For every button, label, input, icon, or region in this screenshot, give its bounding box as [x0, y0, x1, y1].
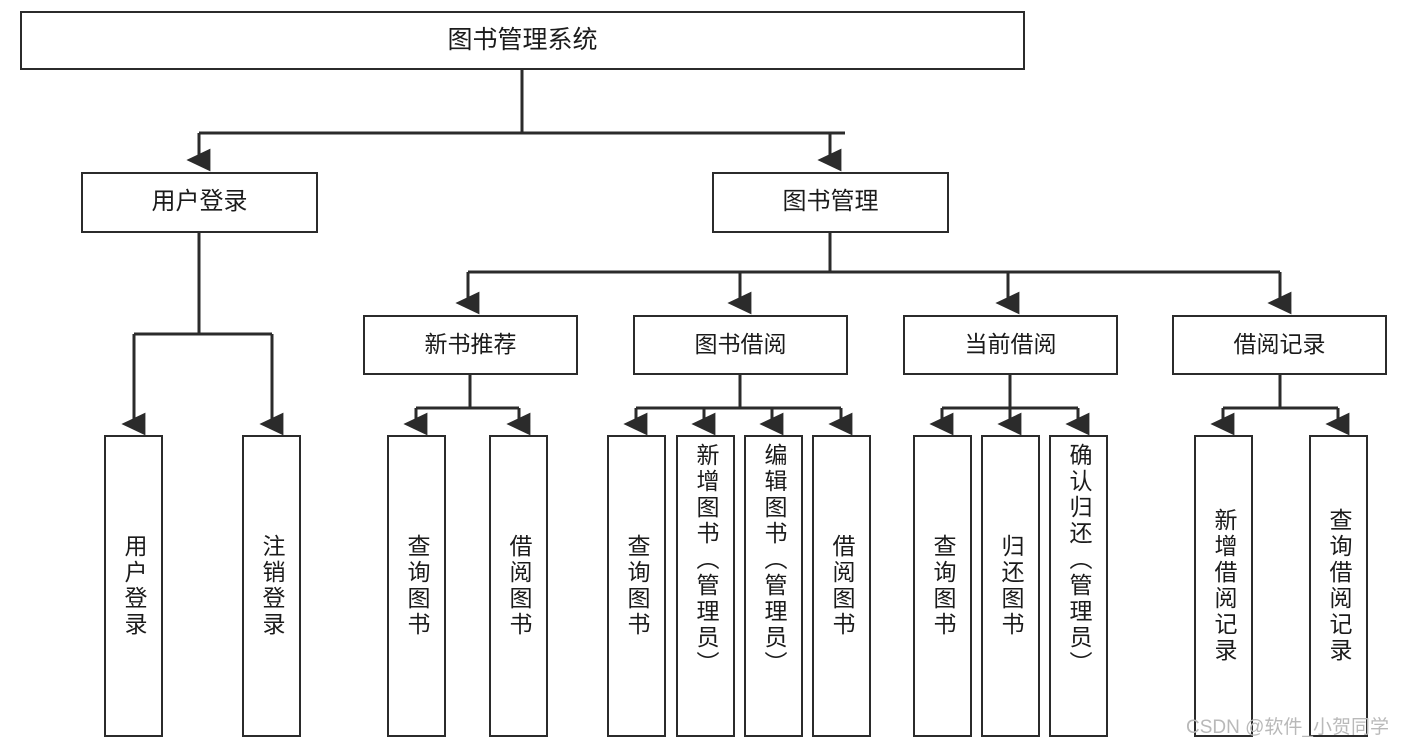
node-current-borrow[interactable]: 当前借阅	[903, 315, 1118, 375]
node-label: 借阅记录	[1233, 331, 1326, 358]
node-new-book-recommend[interactable]: 新书推荐	[363, 315, 578, 375]
node-label: 图书借阅	[694, 331, 787, 358]
leaf-add-borrow-record[interactable]: 新增借阅记录	[1194, 435, 1253, 737]
node-label: 用户登录	[121, 534, 147, 638]
leaf-query-book-current[interactable]: 查询图书	[913, 435, 972, 737]
node-label: 图书管理	[782, 188, 879, 216]
node-label: 查询图书	[624, 534, 650, 638]
node-label: 查询图书	[404, 534, 430, 638]
node-label: 借阅图书	[506, 534, 532, 638]
node-user-login[interactable]: 用户登录	[81, 172, 318, 233]
node-label: 新增图书（管理员）	[693, 443, 719, 677]
leaf-borrow-book-recommend[interactable]: 借阅图书	[489, 435, 548, 737]
node-label: 借阅图书	[829, 534, 855, 638]
node-label: 查询借阅记录	[1326, 508, 1352, 664]
leaf-borrow-book[interactable]: 借阅图书	[812, 435, 871, 737]
leaf-query-book-borrow[interactable]: 查询图书	[607, 435, 666, 737]
leaf-user-login[interactable]: 用户登录	[104, 435, 163, 737]
leaf-user-logout[interactable]: 注销登录	[242, 435, 301, 737]
csdn-watermark: CSDN @软件_小贺同学	[1186, 717, 1389, 738]
leaf-query-book-recommend[interactable]: 查询图书	[387, 435, 446, 737]
leaf-return-book[interactable]: 归还图书	[981, 435, 1040, 737]
node-root-system[interactable]: 图书管理系统	[20, 11, 1025, 70]
node-label: 编辑图书（管理员）	[761, 443, 787, 677]
node-label: 当前借阅	[964, 331, 1057, 358]
node-label: 确认归还（管理员）	[1066, 443, 1092, 677]
node-label: 图书管理系统	[447, 25, 598, 54]
node-label: 用户登录	[151, 188, 248, 216]
node-label: 注销登录	[259, 534, 285, 638]
leaf-query-borrow-record[interactable]: 查询借阅记录	[1309, 435, 1368, 737]
node-label: 归还图书	[998, 534, 1024, 638]
node-label: 查询图书	[930, 534, 956, 638]
node-label: 新书推荐	[424, 331, 517, 358]
node-book-borrow[interactable]: 图书借阅	[633, 315, 848, 375]
node-borrow-record[interactable]: 借阅记录	[1172, 315, 1387, 375]
leaf-confirm-return-admin[interactable]: 确认归还（管理员）	[1049, 435, 1108, 737]
node-label: 新增借阅记录	[1211, 508, 1237, 664]
leaf-edit-book-admin[interactable]: 编辑图书（管理员）	[744, 435, 803, 737]
leaf-add-book-admin[interactable]: 新增图书（管理员）	[676, 435, 735, 737]
node-book-management[interactable]: 图书管理	[712, 172, 949, 233]
